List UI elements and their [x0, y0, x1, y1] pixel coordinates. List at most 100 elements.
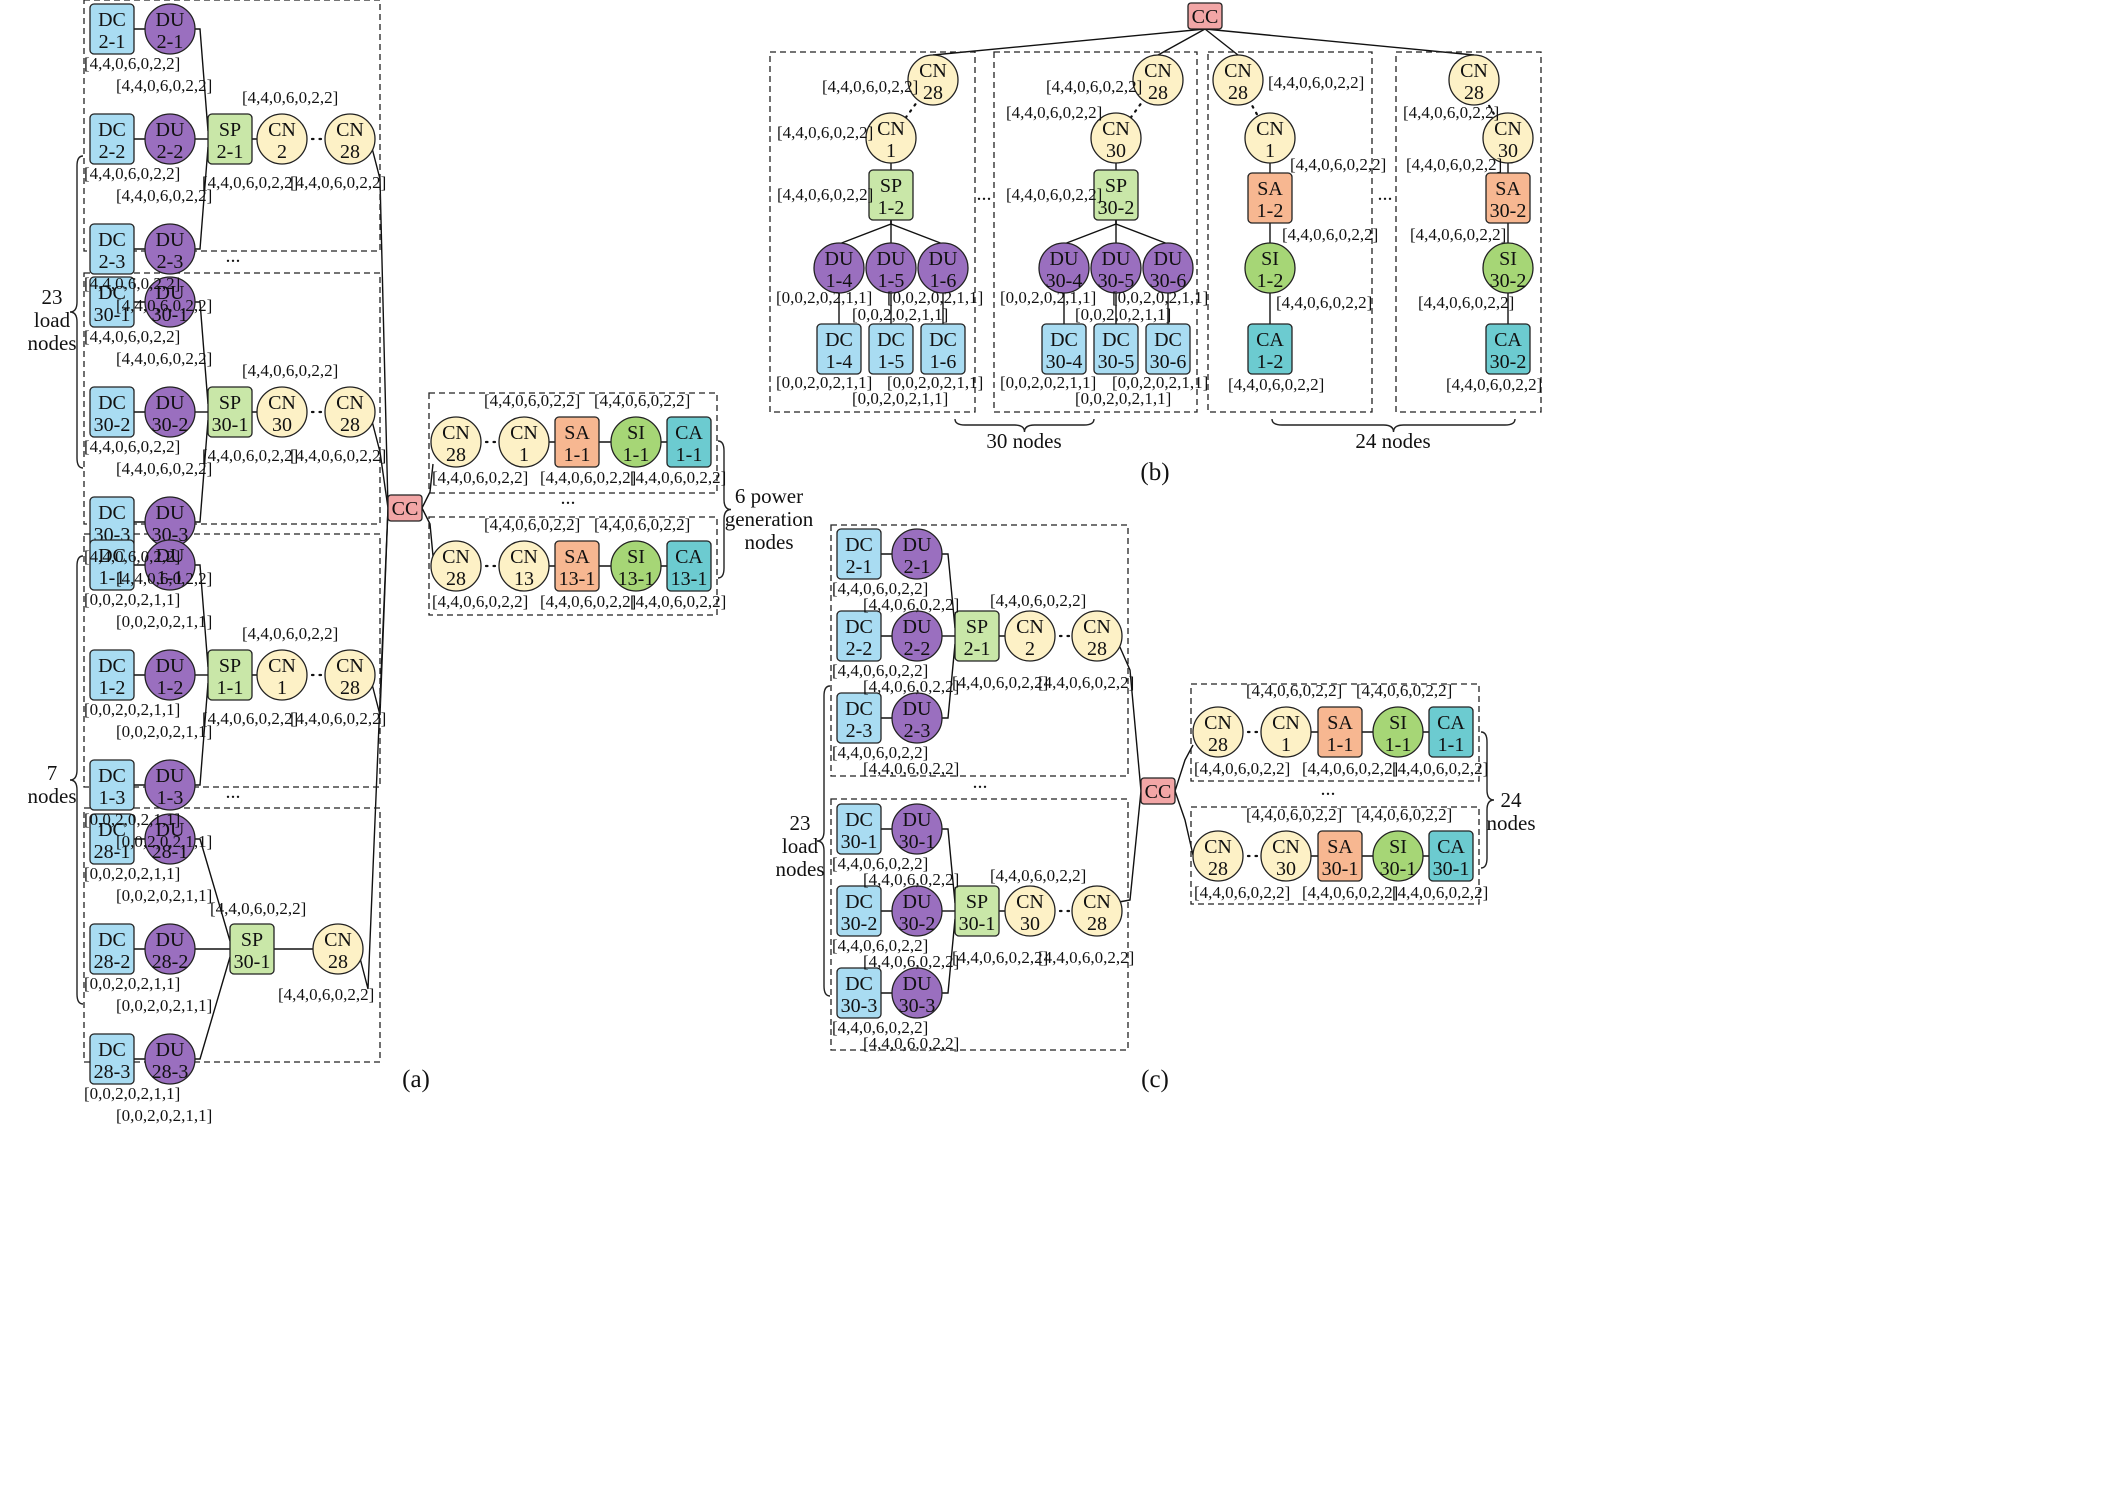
node-label-type: DC: [98, 929, 126, 951]
node-label-index: 28-3: [152, 1061, 189, 1083]
du-node-1-3: DU1-3: [144, 759, 196, 811]
vector-label: [4,4,0,6,0,2,2]: [1290, 155, 1386, 174]
edge: [195, 301, 209, 405]
node-label-type: CN: [268, 655, 296, 677]
node-label-index: 1-1: [1385, 734, 1412, 756]
dc-node-1-4: DC1-4: [816, 323, 862, 375]
vector-label: [0,0,2,0,2,1,1]: [1000, 288, 1096, 307]
dc-node-2-2: DC2-2: [836, 610, 882, 662]
node-label-index: 30-2: [94, 414, 131, 436]
vector-label: [4,4,0,6,0,2,2]: [1246, 681, 1342, 700]
ellipsis: ...: [226, 245, 241, 267]
node-label-type: CN: [1083, 616, 1111, 638]
vector-label: [4,4,0,6,0,2,2]: [290, 446, 386, 465]
vector-label: [0,0,2,0,2,1,1]: [84, 590, 180, 609]
node-label-index: 30: [1498, 140, 1518, 162]
node-label-type: DC: [98, 819, 126, 841]
node-label-type: SA: [564, 422, 590, 444]
du-node-2-2: DU2-2: [891, 610, 943, 662]
edge: [1157, 28, 1206, 56]
vector-label: [0,0,2,0,2,1,1]: [852, 305, 948, 324]
node-label-type: CN: [1494, 118, 1522, 140]
dc-node-1-6: DC1-6: [920, 323, 966, 375]
vector-label: [4,4,0,6,0,2,2]: [432, 468, 528, 487]
vector-label: [4,4,0,6,0,2,2]: [242, 624, 338, 643]
node-label-type: CN: [919, 60, 947, 82]
node-label-type: CA: [1256, 329, 1284, 351]
vector-label: [4,4,0,6,0,2,2]: [540, 468, 636, 487]
node-label-type: CN: [1083, 891, 1111, 913]
vector-label: [4,4,0,6,0,2,2]: [1246, 805, 1342, 824]
node-label-type: DC: [1154, 329, 1182, 351]
node-label-type: DU: [929, 248, 958, 270]
annotations: [4,4,0,6,0,2,2] [4,4,0,6,0,2,2] [4,4,0,6,0…: [28, 54, 1543, 1125]
node-label-type: SP: [219, 392, 241, 414]
vector-label: [4,4,0,6,0,2,2]: [278, 985, 374, 1004]
ca-node-1-2: CA1-2: [1247, 323, 1293, 375]
node-label-type: CN: [1272, 712, 1300, 734]
node-label-index: 1: [277, 677, 287, 699]
node-label-type: CN: [324, 929, 352, 951]
node-label-type: DC: [1102, 329, 1130, 351]
node-label-type: CN: [1272, 836, 1300, 858]
node-label-type: SA: [1327, 836, 1353, 858]
node-label-type: SI: [1389, 712, 1407, 734]
node-label-type: SP: [966, 616, 988, 638]
sp-node-1-1: SP1-1: [207, 649, 253, 701]
edge: [195, 419, 209, 523]
group-label: nodes: [776, 857, 825, 881]
node-label-type: DU: [156, 1039, 185, 1061]
node-label-type: CN: [1102, 118, 1130, 140]
sa-node-1-1: SA1-1: [554, 416, 600, 468]
brace-6-power-nodes: [717, 440, 732, 579]
node-label-type: CN: [1144, 60, 1172, 82]
group-braces: [69, 155, 1516, 1005]
node-label-type: SA: [1495, 178, 1521, 200]
node-label: CC: [1145, 781, 1172, 803]
vector-label: [4,4,0,6,0,2,2]: [863, 759, 959, 778]
dashed-group-box: [428, 392, 718, 494]
node-label-index: 2-3: [157, 251, 184, 273]
node-label-index: 2-2: [157, 141, 184, 163]
node-label-type: CN: [336, 655, 364, 677]
node-label-index: 2-3: [846, 720, 873, 742]
node-label-type: CN: [336, 119, 364, 141]
group-label: 24 nodes: [1355, 429, 1430, 453]
node-label-index: 13-1: [618, 568, 655, 590]
node-label-index: 1-2: [157, 677, 184, 699]
dashed-group-box: [830, 524, 1129, 777]
node-label-index: 1-1: [157, 567, 184, 589]
node-label-index: 28: [340, 414, 360, 436]
vector-label: [4,4,0,6,0,2,2]: [484, 391, 580, 410]
node-label-index: 28: [446, 568, 466, 590]
node-label-type: CN: [510, 546, 538, 568]
vector-label: [4,4,0,6,0,2,2]: [432, 592, 528, 611]
vector-label: [4,4,0,6,0,2,2]: [863, 952, 959, 971]
node-label-index: 2-2: [846, 638, 873, 660]
dashed-group-boxes: [83, 0, 1542, 1063]
node-label-index: 30-3: [152, 524, 189, 546]
node-label-type: DU: [156, 545, 185, 567]
vector-label: [4,4,0,6,0,2,2]: [1006, 185, 1102, 204]
vector-label: [0,0,2,0,2,1,1]: [116, 1106, 212, 1125]
edge: [1204, 28, 1475, 56]
node-label-type: SI: [1389, 836, 1407, 858]
node-label-index: 2: [277, 141, 287, 163]
node-label-index: 30-2: [1490, 200, 1527, 222]
node-label-index: 1-2: [1257, 270, 1284, 292]
node-label-type: DC: [929, 329, 957, 351]
node-label-index: 1-4: [826, 351, 853, 373]
node-label-index: 28-3: [94, 1061, 131, 1083]
node-label-index: 2-1: [846, 556, 873, 578]
vector-label: [4,4,0,6,0,2,2]: [116, 186, 212, 205]
edge: [838, 220, 892, 245]
vector-label: [4,4,0,6,0,2,2]: [594, 391, 690, 410]
cn-node-1: CN1: [498, 416, 550, 468]
